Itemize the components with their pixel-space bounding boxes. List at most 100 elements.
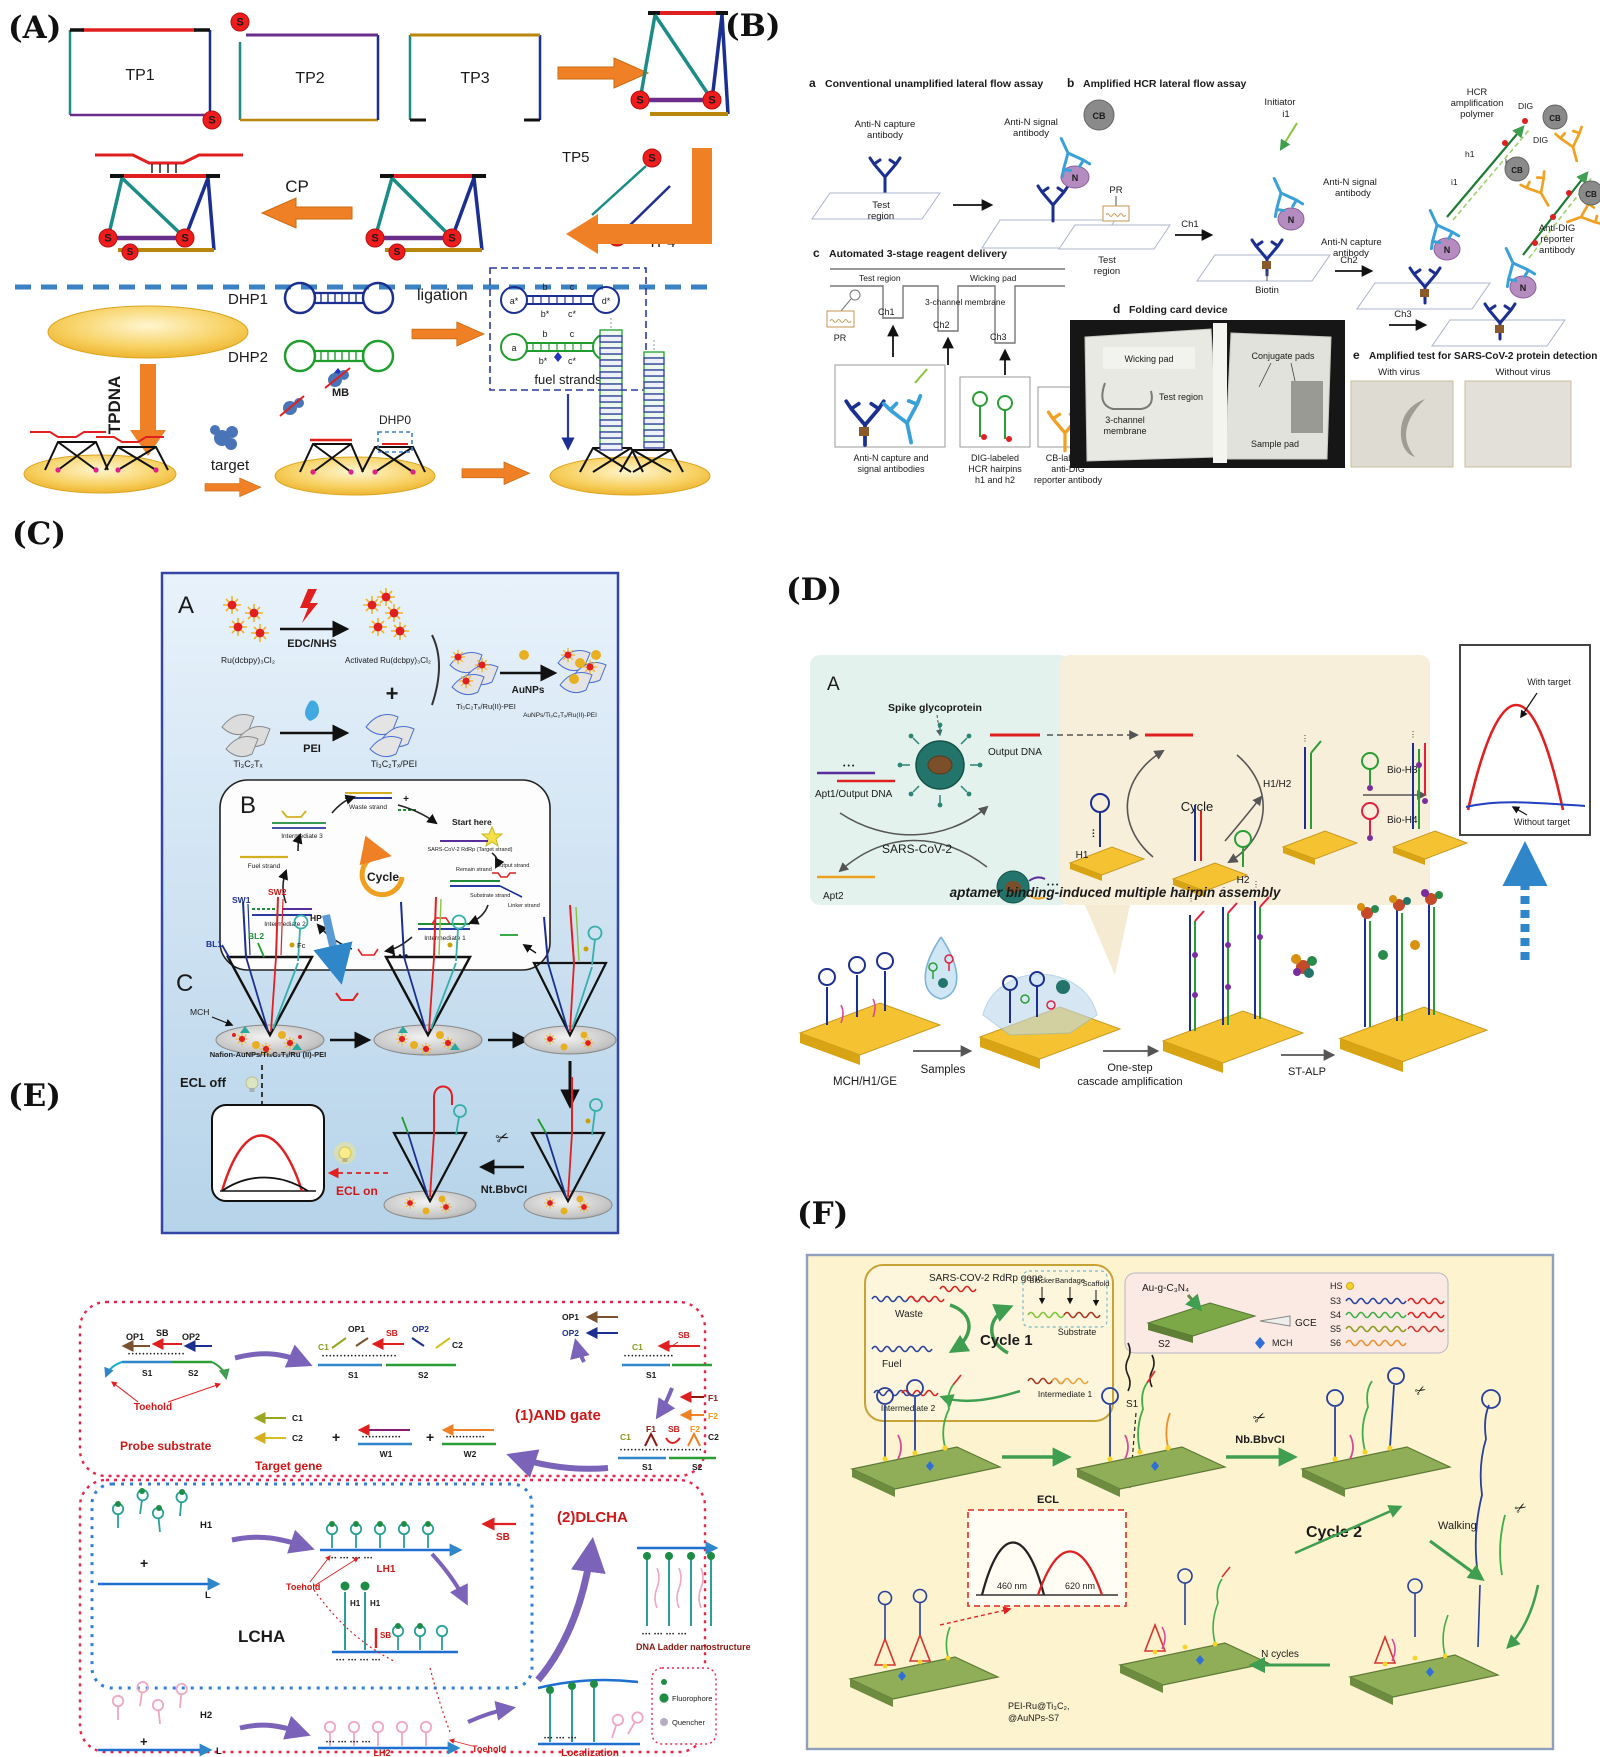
- cb-label: CB: [1511, 166, 1523, 175]
- wicking-pad-label: Wicking pad: [970, 273, 1017, 283]
- c2-label: C2: [292, 1433, 303, 1443]
- lh1-label: LH1: [377, 1564, 396, 1575]
- apt1-label: Apt1/Output DNA: [815, 789, 893, 800]
- n-protein-label: N: [1288, 215, 1295, 225]
- waste-label: Waste: [895, 1309, 923, 1320]
- svg-text:••••••••••••: ••••••••••••: [362, 1435, 402, 1441]
- svg-text:S: S: [127, 247, 134, 258]
- red-dashed-arrow: [939, 1606, 1012, 1626]
- svg-text:⋮: ⋮: [1220, 886, 1228, 895]
- virus-bound-icon: •••: [996, 870, 1060, 904]
- electrode-5: [523, 1077, 613, 1220]
- ch1-label: Ch1: [878, 307, 895, 317]
- section-e: e Amplified test for SARS-CoV-2 protein …: [1350, 348, 1597, 468]
- target-gene-label: Target gene: [255, 1459, 322, 1473]
- target-protein-icon: [210, 425, 238, 450]
- linker-strand-label: Linker strand: [508, 903, 540, 909]
- tp1-tile: TP1 S: [68, 28, 222, 130]
- target-label: target: [211, 457, 250, 474]
- green-arrow-icon: [1429, 1539, 1485, 1581]
- svg-text:S: S: [181, 233, 188, 245]
- c1-label: C1: [632, 1342, 643, 1352]
- section-a-letter: a: [809, 76, 816, 90]
- intermediate1-label: Intermediate 1: [1038, 1389, 1093, 1399]
- electrode-row1-b: [1076, 1370, 1226, 1498]
- result-without-virus: [1464, 380, 1572, 468]
- output-dna-label: Output DNA: [988, 747, 1042, 758]
- arrow-right-icon: [557, 57, 649, 89]
- sample-droplet: [924, 936, 958, 1000]
- reagent1-caption2: signal antibodies: [857, 464, 925, 474]
- ecl-off-label: ECL off: [180, 1075, 227, 1090]
- c1-label: C1: [292, 1413, 303, 1423]
- section-d-letter: d: [1113, 302, 1120, 316]
- bl1-label: BL1: [206, 939, 222, 949]
- aunp-dot-icon: [519, 650, 529, 660]
- section-b: B Cycle Waste strand + Start here SARS-C…: [219, 779, 551, 971]
- n-protein-label: N: [1444, 245, 1451, 255]
- f1-f2-legend: F1 F2: [679, 1391, 718, 1421]
- reaction-arrow: [231, 1529, 315, 1554]
- thiol-s-icon: S: [642, 148, 662, 168]
- domain-label: b*: [541, 309, 550, 319]
- without-target-curve: [1465, 801, 1586, 808]
- gce-arrow-icon: [1259, 1315, 1291, 1327]
- panel-e-tag: (E): [8, 1078, 61, 1114]
- blocked-target-icon: [279, 367, 351, 417]
- svg-text:⋮: ⋮: [1187, 894, 1195, 903]
- nm620-label: 620 nm: [1065, 1581, 1095, 1591]
- section-a-title: Conventional unamplified lateral flow as…: [825, 78, 1043, 90]
- svg-text:•••••••••••••••••••••••: •••••••••••••••••••••••: [620, 1448, 703, 1454]
- pr-box: [826, 310, 855, 328]
- and-complex: C1 OP1 SB OP2 C2 ••••••••••••••••••••• S…: [318, 1324, 463, 1380]
- dhp0-box: [377, 431, 413, 453]
- toehold-label: Toehold: [134, 1402, 172, 1413]
- panel-a-tag: (A): [8, 10, 62, 46]
- wicking-pad-label: Wicking pad: [1124, 354, 1173, 364]
- fuel-label: Fuel: [882, 1359, 901, 1370]
- f2-label: F2: [690, 1424, 700, 1434]
- antidig-label2: reporter: [1540, 234, 1573, 245]
- big-purple-arrow: [506, 1449, 609, 1478]
- tetra-frame-1: S S: [630, 11, 730, 116]
- svg-text:S: S: [104, 233, 111, 245]
- svg-text:⋮: ⋮: [1409, 730, 1417, 739]
- one-step-label2: cascade amplification: [1077, 1076, 1182, 1088]
- lh1-sb-invasion: H1 H1 SB ••• ••• ••• •••: [313, 1581, 458, 1664]
- intermediate2-label: Intermediate 2: [881, 1403, 936, 1413]
- svg-text:S: S: [636, 95, 643, 107]
- amplified-electrode: ⋮⋮⋮: [1162, 880, 1304, 1074]
- dhp1-label: DHP1: [228, 291, 268, 308]
- section-b-title: Amplified HCR lateral flow assay: [1083, 78, 1247, 90]
- n-protein-icon: [1277, 207, 1305, 231]
- s1-s2-strands: S2 S1: [1125, 1339, 1171, 1489]
- intermediate1-label: Intermediate 1: [424, 935, 466, 942]
- star-icon: [480, 825, 504, 848]
- released-hairpin: [433, 1085, 453, 1133]
- section-e-title: Amplified test for SARS-CoV-2 protein de…: [1369, 351, 1597, 362]
- apt2-label: Apt2: [823, 891, 844, 902]
- dig-label: DIG: [1533, 135, 1548, 145]
- panel-f: SARS-COV-2 RdRp gene Blocker Bandage Sca…: [805, 1253, 1555, 1751]
- h1h2-label: H1/H2: [1263, 779, 1292, 790]
- svg-text:•••: •••: [1047, 882, 1060, 889]
- test-region-label2: region: [1094, 266, 1120, 277]
- capture-ab-label2: antibody: [867, 130, 903, 141]
- panel-f-tag: (F): [797, 1196, 849, 1232]
- final-assembly: ⋮: [1392, 730, 1468, 866]
- bl2-label: BL2: [248, 931, 264, 941]
- reagent2-caption3: h1 and h2: [975, 475, 1015, 485]
- spike-label: Spike glycoprotein: [888, 702, 982, 714]
- samples-label: Samples: [921, 1064, 966, 1076]
- domain-label: a: [511, 343, 516, 353]
- svg-text:••••••••••••: ••••••••••••: [446, 1435, 486, 1441]
- h1-hairpin-on-electrode: ••• H1: [1069, 793, 1145, 882]
- mch-diamond-icon: [1255, 1337, 1265, 1349]
- final-electrode: [1339, 889, 1488, 1073]
- plus-sign: +: [332, 1429, 340, 1445]
- waste-strand-label: Waste strand: [349, 804, 387, 811]
- i1-label: i1: [1451, 177, 1458, 187]
- ch1-label: Ch1: [1181, 219, 1198, 230]
- sb-label: SB: [496, 1532, 510, 1543]
- panel-c: A Ru(dcbpy)₃Cl₂ EDC/NHS Activated Ru(dcb…: [160, 571, 620, 1235]
